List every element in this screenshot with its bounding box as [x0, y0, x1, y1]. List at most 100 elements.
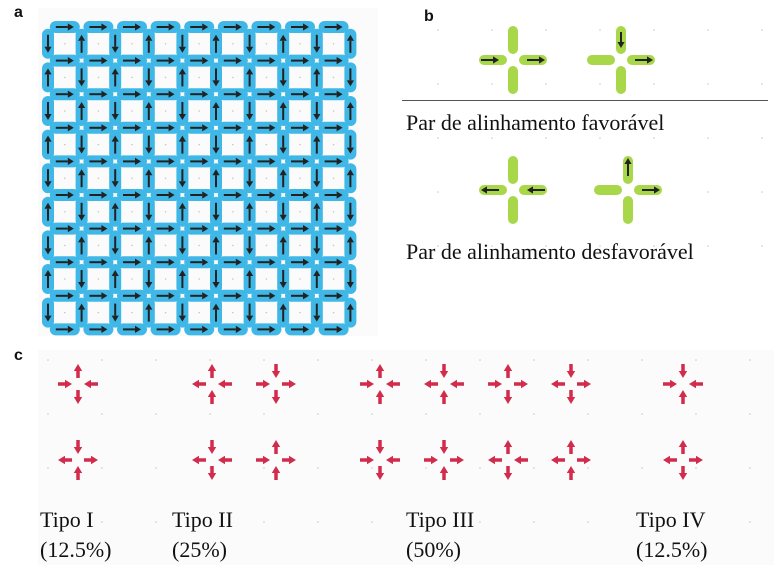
- island-arrow: [279, 135, 287, 154]
- island-arrow: [44, 169, 52, 188]
- island-arrow: [123, 90, 141, 98]
- type-3-vertex: [424, 440, 464, 480]
- island-arrow: [291, 325, 309, 333]
- vertex-arrow: [271, 466, 281, 480]
- vertical-island: [277, 196, 290, 227]
- horizontal-island: [49, 256, 80, 269]
- vertical-island: [310, 163, 323, 194]
- vertex-arrow: [256, 379, 270, 389]
- vertical-island: [109, 28, 122, 59]
- vertical-island: [142, 62, 155, 93]
- vertical-island: [344, 96, 357, 126]
- horizontal-island: [251, 256, 282, 269]
- vertex-arrow: [503, 466, 513, 480]
- island-arrow: [178, 34, 186, 53]
- island-arrow: [212, 303, 220, 322]
- island-arrow: [78, 102, 86, 120]
- vertex-arrow: [375, 390, 385, 404]
- horizontal-island: [49, 121, 80, 134]
- vertex-arrow: [256, 455, 270, 465]
- horizontal-island: [318, 21, 349, 33]
- vertex-arrow: [678, 440, 688, 454]
- vertical-island: [277, 297, 290, 328]
- horizontal-island: [150, 323, 181, 336]
- vertical-island: [109, 62, 122, 93]
- vertical-island: [75, 230, 88, 261]
- vertex-arrow: [282, 379, 296, 389]
- island-arrow: [145, 202, 153, 221]
- island-arrow: [123, 23, 141, 31]
- island-arrow: [190, 124, 209, 132]
- island-arrow: [156, 124, 175, 132]
- island-arrow: [346, 34, 354, 53]
- vertex-arrow: [488, 455, 502, 465]
- vertex-arrow: [218, 455, 232, 465]
- vertical-island: [176, 28, 189, 59]
- island-arrow: [145, 102, 153, 120]
- type-4-vertex: [663, 364, 703, 404]
- vertical-island: [344, 196, 357, 227]
- island-arrow: [111, 169, 119, 188]
- vertical-island: [344, 230, 357, 261]
- island-arrow: [123, 57, 141, 65]
- vertical-island: [142, 196, 155, 227]
- vertical-island: [176, 129, 189, 160]
- horizontal-island: [285, 155, 315, 168]
- unfavorable-pair-1: [479, 156, 547, 224]
- island-arrow: [279, 102, 287, 120]
- horizontal-island: [49, 155, 80, 168]
- island-arrow: [190, 23, 209, 31]
- island-arrow: [111, 236, 119, 255]
- vertical-island: [210, 264, 222, 294]
- horizontal-island: [49, 222, 80, 235]
- vertical-island: [142, 96, 155, 126]
- island-arrow: [346, 135, 354, 154]
- vertex-arrow: [386, 455, 400, 465]
- vertical-island: [277, 96, 290, 126]
- vertical-island: [42, 129, 54, 160]
- vertical-island: [75, 196, 88, 227]
- horizontal-island: [117, 155, 147, 168]
- vertical-island: [109, 230, 122, 261]
- island-arrow: [44, 135, 52, 154]
- island-arrow: [246, 202, 254, 221]
- horizontal-island: [150, 21, 181, 33]
- vertical-island: [210, 62, 222, 93]
- vertex-arrow: [58, 379, 72, 389]
- island-arrow: [44, 34, 52, 53]
- island-arrow: [55, 325, 74, 333]
- vertex-arrow: [73, 364, 83, 378]
- island-arrow: [212, 68, 220, 87]
- island-arrow: [89, 258, 108, 266]
- divider-line: [402, 100, 768, 101]
- island-arrow: [291, 191, 309, 199]
- island-arrow: [44, 68, 52, 87]
- vertical-island: [75, 264, 88, 294]
- island-arrow: [123, 225, 141, 233]
- island-arrow: [78, 34, 86, 53]
- island-arrow: [178, 169, 186, 188]
- vertex-arrow: [73, 466, 83, 480]
- vertical-island: [210, 96, 222, 126]
- island-arrow: [324, 57, 343, 65]
- vertical-island: [142, 129, 155, 160]
- island-arrow: [55, 258, 74, 266]
- vertical-island: [75, 297, 88, 328]
- vertex-arrow: [360, 455, 374, 465]
- vertical-island: [210, 297, 222, 328]
- horizontal-island: [251, 222, 282, 235]
- vertical-island: [344, 297, 357, 328]
- island-arrow: [346, 68, 354, 87]
- favorable-pair-label: Par de alinhamento favorável: [406, 110, 665, 135]
- vertical-island: [277, 264, 290, 294]
- vertex-arrow: [271, 390, 281, 404]
- vertical-island: [243, 129, 256, 160]
- vertical-island: [310, 264, 323, 294]
- horizontal-island: [285, 189, 315, 201]
- island-arrow: [324, 124, 343, 132]
- type-2-percent: (25%): [172, 537, 227, 562]
- island-arrow: [291, 292, 309, 300]
- island-arrow: [44, 202, 52, 221]
- type-label-4: Tipo IV (12.5%): [636, 505, 707, 565]
- horizontal-island: [184, 222, 215, 235]
